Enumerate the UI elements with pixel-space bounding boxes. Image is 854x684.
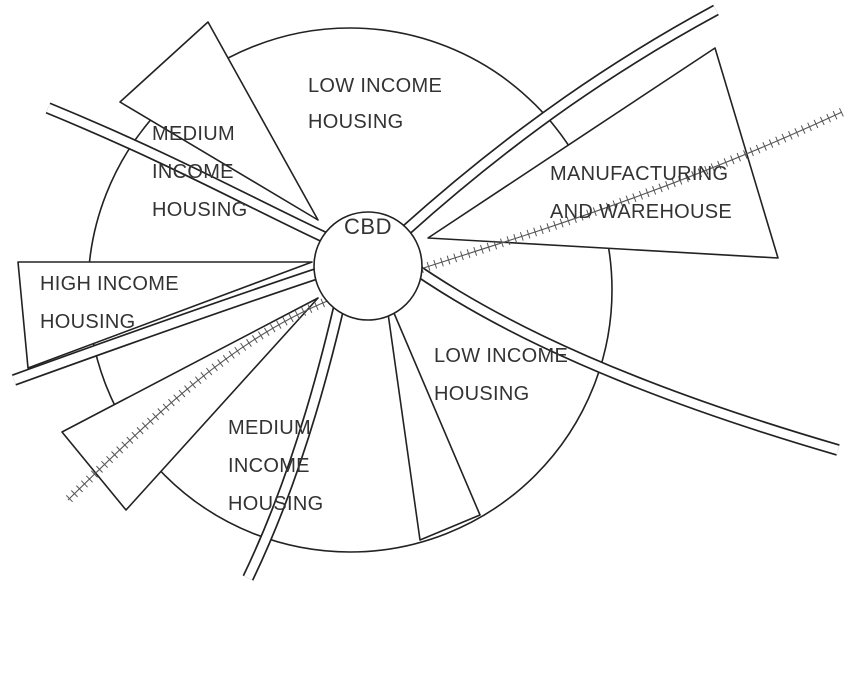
label-line: MEDIUM [228, 417, 311, 439]
cbd-circle [313, 211, 423, 321]
label-line: LOW INCOME [308, 75, 442, 97]
label-low-income-southeast: LOW INCOME HOUSING [434, 345, 574, 405]
label-line: HOUSING [228, 493, 323, 515]
label-line: MEDIUM [152, 123, 235, 145]
label-manufacturing-east: MANUFACTURING AND WAREHOUSE [550, 163, 734, 223]
sector-medium-income-nw [119, 21, 319, 221]
label-line: INCOME [228, 455, 310, 477]
road-southeast [398, 255, 840, 456]
road-northeast [399, 4, 719, 237]
label-line: MANUFACTURING [550, 163, 728, 185]
label-high-income-west: HIGH INCOME HOUSING [40, 273, 185, 333]
label-medium-income-nw: MEDIUM INCOME HOUSING [152, 123, 247, 221]
label-low-income-north: LOW INCOME HOUSING [308, 75, 448, 133]
sector-high-income-west [17, 261, 313, 369]
label-medium-income-south: MEDIUM INCOME HOUSING [228, 417, 323, 515]
label-line: HOUSING [40, 311, 135, 333]
label-line: INCOME [152, 161, 234, 183]
label-line: HOUSING [152, 199, 247, 221]
road-northwest [45, 102, 329, 244]
sector-high-income-southwest [61, 297, 319, 511]
sector-medium-income-south [384, 291, 481, 541]
cbd-label: CBD [344, 214, 392, 239]
sector-manufacturing-east [427, 47, 779, 259]
road-west [11, 266, 324, 386]
label-line: HIGH INCOME [40, 273, 179, 295]
label-line: HOUSING [434, 383, 529, 405]
label-line: HOUSING [308, 111, 403, 133]
label-line: LOW INCOME [434, 345, 568, 367]
label-line: AND WAREHOUSE [550, 201, 732, 223]
